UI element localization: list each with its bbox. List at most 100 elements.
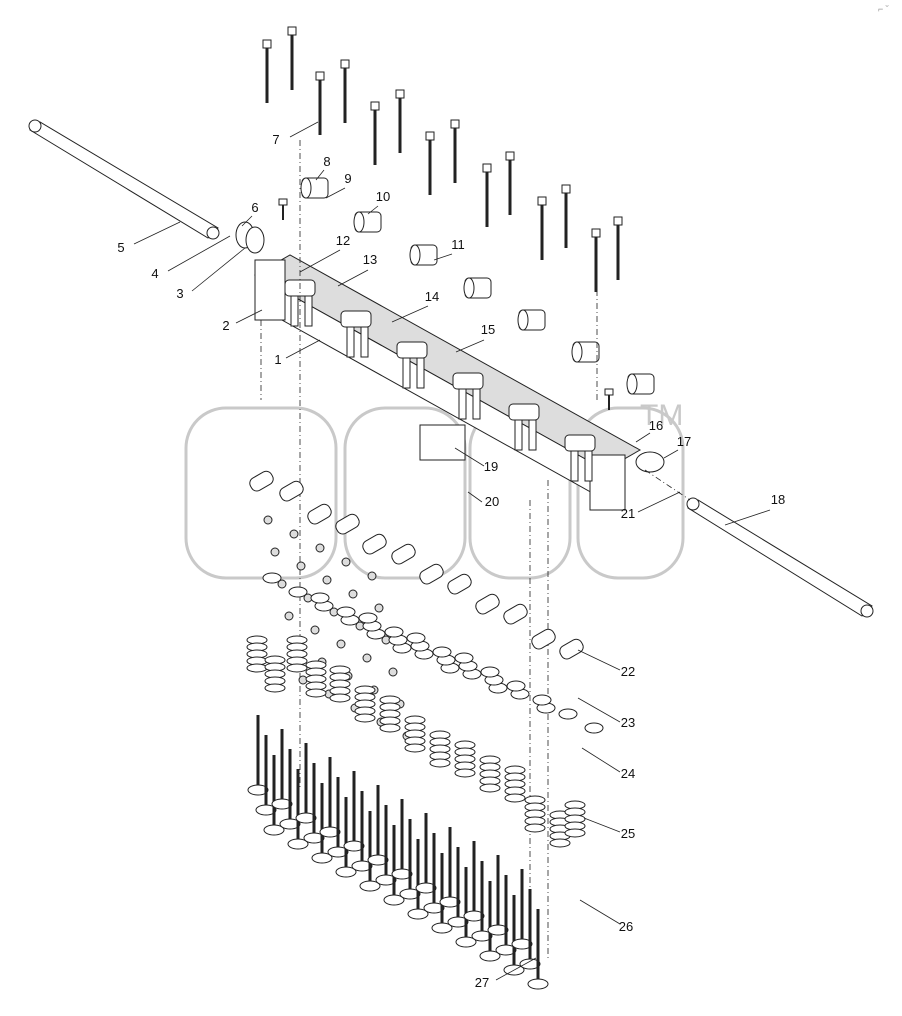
valve-keeper <box>348 589 358 599</box>
spring-coil <box>454 768 476 778</box>
valve-keeper <box>289 529 299 539</box>
rocker-leg <box>290 295 299 327</box>
rocker-leg <box>346 326 355 358</box>
bushing-bore <box>353 211 365 233</box>
bolt-head <box>482 163 492 173</box>
spring-retainer <box>506 680 526 692</box>
valve-bridge <box>307 503 332 525</box>
bushing-bore <box>300 177 312 199</box>
valve-bridge <box>335 513 360 535</box>
callout-leader <box>289 121 319 138</box>
valve-keeper <box>367 571 377 581</box>
callout-leader <box>167 235 231 272</box>
spring-retainer <box>310 592 330 604</box>
cylinder-head-bolts <box>262 26 623 410</box>
callout-label: 13 <box>363 252 377 267</box>
valve-head <box>319 826 341 838</box>
callout-label: 4 <box>151 266 158 281</box>
bolt-head <box>315 71 325 81</box>
valve-bridge <box>559 638 584 660</box>
valve-head <box>271 798 293 810</box>
callout-label: 10 <box>376 189 390 204</box>
bolt-head <box>591 228 601 238</box>
valve-head <box>263 824 285 836</box>
callout-label: 21 <box>621 506 635 521</box>
rocker-arm <box>452 372 484 390</box>
bushing-bore <box>463 277 475 299</box>
rocker-shaft-left <box>28 119 220 240</box>
rocker-leg <box>514 419 523 451</box>
bolt-head <box>395 89 405 99</box>
callout-leader <box>637 491 681 513</box>
valve-bridge <box>503 603 528 625</box>
callout-leader <box>454 447 485 467</box>
callout-leader <box>299 249 341 273</box>
spring-retainer <box>358 612 378 624</box>
valve-head <box>279 818 301 830</box>
valve-keeper <box>296 561 306 571</box>
callout-label: 7 <box>272 132 279 147</box>
callout-leader <box>581 747 621 773</box>
bushing-bore <box>626 373 638 395</box>
valves <box>247 715 549 990</box>
valve-head <box>455 936 477 948</box>
bushing-bore <box>517 309 529 331</box>
valve-head <box>519 958 541 970</box>
spring-coil <box>264 683 286 693</box>
valve-head <box>415 882 437 894</box>
callout-leader <box>315 169 325 181</box>
callout-label: 15 <box>481 322 495 337</box>
valve-keeper <box>322 575 332 585</box>
spring-retainers <box>262 572 604 734</box>
valve-head <box>367 854 389 866</box>
trademark-mark: TM <box>640 399 683 432</box>
spring-coil <box>479 783 501 793</box>
callout-leader <box>583 817 621 833</box>
spring-coil <box>504 793 526 803</box>
callout-labels: 1234567891011121314151617181920212223242… <box>117 121 785 990</box>
callout-leader <box>235 309 263 324</box>
rocker-arm <box>340 310 372 328</box>
spring-retainer <box>288 586 308 598</box>
callout-label: 18 <box>771 492 785 507</box>
spring-retainer <box>432 646 452 658</box>
valve-bridge <box>391 543 416 565</box>
corner-mark: ⌐ ˘ <box>878 4 889 14</box>
callout-label: 8 <box>323 154 330 169</box>
spring-coil <box>379 723 401 733</box>
valve-bridge <box>249 470 274 492</box>
small-bolt-head <box>604 388 614 396</box>
callout-leader <box>191 247 246 292</box>
bolt-head <box>370 101 380 111</box>
valve-head <box>423 902 445 914</box>
spring-coil <box>564 828 586 838</box>
valve-head <box>391 868 413 880</box>
spring-coil <box>246 663 268 673</box>
spring-retainer <box>480 666 500 678</box>
watermark-logo: TM <box>184 399 685 580</box>
valve-head <box>359 880 381 892</box>
spring-coil <box>524 823 546 833</box>
callout-leader <box>577 649 621 671</box>
rocker-leg <box>584 450 593 482</box>
rocker-shaft-right <box>686 497 874 618</box>
rocker-leg <box>416 357 425 389</box>
valve-head <box>287 838 309 850</box>
rocker-arm <box>564 434 596 452</box>
rocker-arm <box>508 403 540 421</box>
valve-head <box>527 978 549 990</box>
snap-rings <box>235 221 265 254</box>
rocker-arms <box>284 279 596 482</box>
valve-head <box>255 804 277 816</box>
valve-bridges <box>249 470 584 660</box>
spring-retainer <box>584 722 604 734</box>
valve-head <box>447 916 469 928</box>
spring-retainer <box>336 606 356 618</box>
valve-keeper <box>263 515 273 525</box>
rocker-leg <box>402 357 411 389</box>
spring-coil <box>404 743 426 753</box>
callout-leader <box>367 205 379 215</box>
rocker-arm <box>396 341 428 359</box>
callout-leader <box>467 491 483 503</box>
